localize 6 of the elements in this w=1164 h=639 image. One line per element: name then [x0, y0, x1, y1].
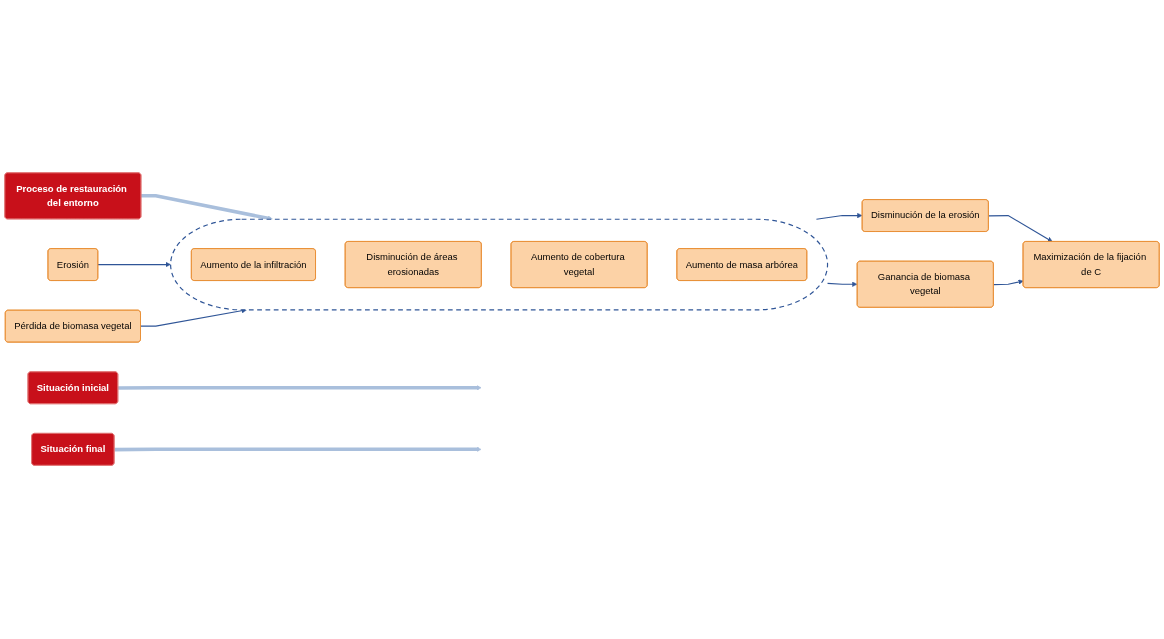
- arrow: [993, 279, 1024, 286]
- arrow: [815, 213, 863, 221]
- arrow: [988, 215, 1053, 243]
- arrow: [118, 385, 482, 391]
- arrow: [97, 262, 171, 268]
- arrow: [114, 447, 482, 453]
